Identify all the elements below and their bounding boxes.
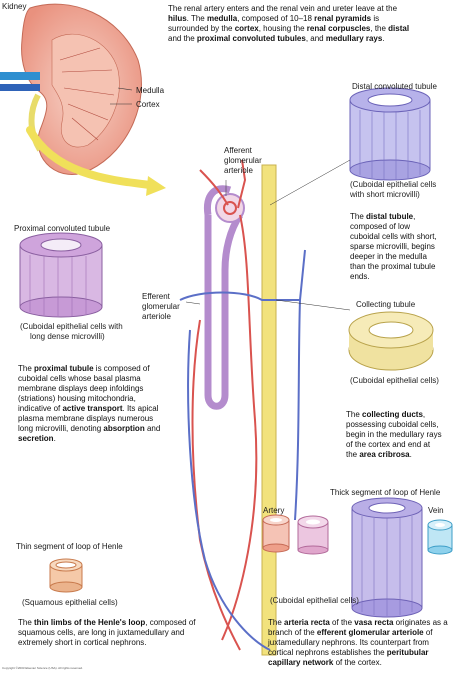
thin-segment-illustration xyxy=(49,558,83,593)
vasa-recta-paragraph-run: efferent glomerular arteriole xyxy=(316,628,424,637)
proximal-tubule-illustration xyxy=(19,232,103,318)
intro-paragraph-run: cortex xyxy=(234,24,259,33)
vasa-recta-paragraph-run: vasa recta xyxy=(354,618,394,627)
thin-paragraph: The thin limbs of the Henle's loop, comp… xyxy=(18,618,210,648)
copyright-notice: Copyright ©2003 Elsevier Science (USA). … xyxy=(2,666,83,670)
intro-paragraph: The renal artery enters and the renal ve… xyxy=(168,4,418,44)
pct-title: Proximal convoluted tubule xyxy=(14,224,111,233)
intro-paragraph-run: and the xyxy=(168,34,197,43)
collecting-paragraph: The collecting ducts, possessing cuboida… xyxy=(346,410,442,460)
vasa-recta-paragraph-run: of the cortex. xyxy=(333,658,382,667)
thin-paragraph-run: thin limbs of the Henle's loop xyxy=(34,618,146,627)
proximal-paragraph-run: and xyxy=(144,424,161,433)
kidney-label: Kidney xyxy=(2,2,27,11)
proximal-paragraph-run: . xyxy=(53,434,56,443)
proximal-paragraph-run: active transport xyxy=(62,404,123,413)
cortex-label: Cortex xyxy=(136,100,160,109)
collecting-caption: (Cuboidal epithelial cells) xyxy=(350,376,439,385)
intro-paragraph-run: , the xyxy=(370,24,389,33)
pct-caption-2: long dense microvilli) xyxy=(30,332,105,341)
collecting-tubule-illustration xyxy=(348,311,434,371)
intro-paragraph-run: hilus xyxy=(168,14,187,23)
thick-title: Thick segment of loop of Henle xyxy=(330,488,441,497)
vein-label: Vein xyxy=(428,506,444,515)
proximal-paragraph-run: The xyxy=(18,364,35,373)
efferent-label-1: Efferent xyxy=(142,292,170,301)
proximal-paragraph-run: secretion xyxy=(18,434,54,443)
thin-title: Thin segment of loop of Henle xyxy=(16,542,123,551)
vasa-recta-paragraph-run: peritubular capillary network xyxy=(268,648,429,667)
intro-paragraph-run: , housing the xyxy=(258,24,307,33)
thin-paragraph-run: The xyxy=(18,618,35,627)
thin-paragraph-run: , composed of squamous cells, are long i… xyxy=(18,618,196,647)
vasa-recta-paragraph-run: originates as a branch of the xyxy=(268,618,448,637)
afferent-label-3: arteriole xyxy=(224,166,253,175)
collecting-paragraph-run: The xyxy=(346,410,363,419)
efferent-label-3: arteriole xyxy=(142,312,171,321)
distal-paragraph-run: The xyxy=(350,212,367,221)
intro-paragraph-run: is surrounded by the xyxy=(168,14,380,33)
dct-title: Distal convoluted tubule xyxy=(352,82,437,91)
intro-paragraph-run: renal pyramids xyxy=(314,14,372,23)
pct-caption-1: (Cuboidal epithelial cells with xyxy=(20,322,123,331)
collecting-title: Collecting tubule xyxy=(356,300,416,309)
intro-paragraph-run: medullary rays xyxy=(325,34,383,43)
afferent-label-2: glomerular xyxy=(224,156,262,165)
proximal-paragraph: The proximal tubule is composed of cuboi… xyxy=(18,364,166,444)
collecting-paragraph-run: collecting ducts xyxy=(362,410,423,419)
distal-paragraph-run: , composed of low cuboidal cells with sh… xyxy=(350,212,437,281)
vasa-recta-paragraph-run: arteria recta xyxy=(284,618,330,627)
dct-caption-1: (Cuboidal epithelial cells xyxy=(350,180,437,189)
vasa-recta-paragraph-run: of juxtamedullary nephrons. Its counterp… xyxy=(268,628,433,657)
intro-paragraph-run: proximal convoluted tubules xyxy=(196,34,306,43)
intro-paragraph-run: distal xyxy=(388,24,410,33)
dct-caption-2: with short microvilli) xyxy=(350,190,420,199)
nephron-vessels xyxy=(179,159,351,656)
kidney-illustration xyxy=(0,3,166,196)
thick-caption: (Cuboidal epithelial cells) xyxy=(270,596,359,605)
vasa-recta-paragraph: The arteria recta of the vasa recta orig… xyxy=(268,618,452,668)
proximal-paragraph-run: proximal tubule xyxy=(34,364,94,373)
distal-tubule-illustration xyxy=(349,87,431,181)
intro-paragraph-run: The renal artery enters and the renal ve… xyxy=(168,4,398,13)
intro-paragraph-run: . The xyxy=(186,14,207,23)
medulla-label: Medulla xyxy=(136,86,165,95)
artery-label: Artery xyxy=(263,506,285,515)
intro-paragraph-run: medulla xyxy=(206,14,238,23)
efferent-label-2: glomerular xyxy=(142,302,180,311)
vasa-recta-paragraph-run: of the xyxy=(329,618,355,627)
distal-paragraph-run: distal tubule xyxy=(366,212,414,221)
proximal-paragraph-run: is composed of cuboidal cells whose basa… xyxy=(18,364,150,413)
intro-paragraph-run: , and xyxy=(305,34,326,43)
proximal-paragraph-run: absorption xyxy=(103,424,145,433)
vasa-recta-paragraph-run: The xyxy=(268,618,285,627)
afferent-label-1: Afferent xyxy=(224,146,252,155)
collecting-paragraph-run: , possessing cuboidal cells, begin in th… xyxy=(346,410,442,459)
thick-segment-illustration xyxy=(262,497,453,618)
intro-paragraph-run: renal corpuscles xyxy=(306,24,371,33)
collecting-paragraph-run: area cribrosa xyxy=(359,450,410,459)
distal-paragraph: The distal tubule, composed of low cuboi… xyxy=(350,212,442,282)
thin-caption: (Squamous epithelial cells) xyxy=(22,598,118,607)
collecting-paragraph-run: . xyxy=(409,450,412,459)
intro-paragraph-run: . xyxy=(382,34,385,43)
proximal-paragraph-run: . Its apical plasma membrane displays nu… xyxy=(18,404,159,433)
intro-paragraph-run: , composed of 10–18 xyxy=(237,14,315,23)
